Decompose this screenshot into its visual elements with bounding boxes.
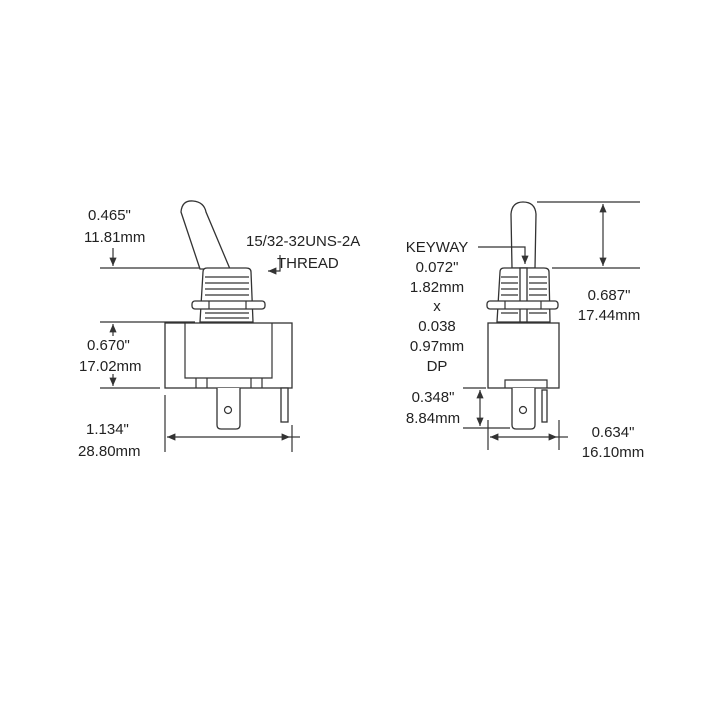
thread-label: THREAD [277,255,339,272]
side-body [487,322,560,389]
keyway-width-mm: 1.82mm [410,279,464,296]
keyway-width-in: 0.072" [416,259,459,276]
front-dimensions [100,248,300,452]
side-dimensions [463,201,640,450]
terminal-length-mm: 8.84mm [406,410,460,427]
side-lever [510,201,537,269]
thread-spec: 15/32-32UNS-2A [246,233,360,250]
front-lever [180,200,231,270]
side-lever-height-mm: 17.44mm [578,307,641,324]
front-body-width-mm: 28.80mm [78,443,141,460]
front-body [164,322,293,389]
keyway-times: x [433,298,441,315]
front-side-terminal [280,387,289,423]
front-lever-height-mm: 11.81mm [84,229,145,246]
keyway-label: KEYWAY [406,239,469,256]
side-nut [486,300,559,310]
front-body-height-mm: 17.02mm [79,358,142,375]
front-terminal [216,388,241,430]
side-side-terminal [541,389,548,423]
front-thread-lines [205,276,249,319]
side-view-switch [486,201,560,430]
front-lever-height-in: 0.465" [88,207,131,224]
terminal-length-in: 0.348" [412,389,455,406]
side-body-width-mm: 16.10mm [582,444,645,461]
front-body-width-in: 1.134" [86,421,129,438]
side-terminal [511,388,536,430]
front-terminal-hole [223,405,233,415]
front-nut [191,300,266,310]
side-body-width-in: 0.634" [592,424,635,441]
keyway-depth-mm: 0.97mm [410,338,464,355]
keyway-depth-label: DP [427,358,448,375]
keyway-slot [519,267,528,323]
front-view-switch [164,200,293,430]
front-body-height-in: 0.670" [87,337,130,354]
keyway-depth-in: 0.038 [418,318,456,335]
side-lever-height-in: 0.687" [588,287,631,304]
